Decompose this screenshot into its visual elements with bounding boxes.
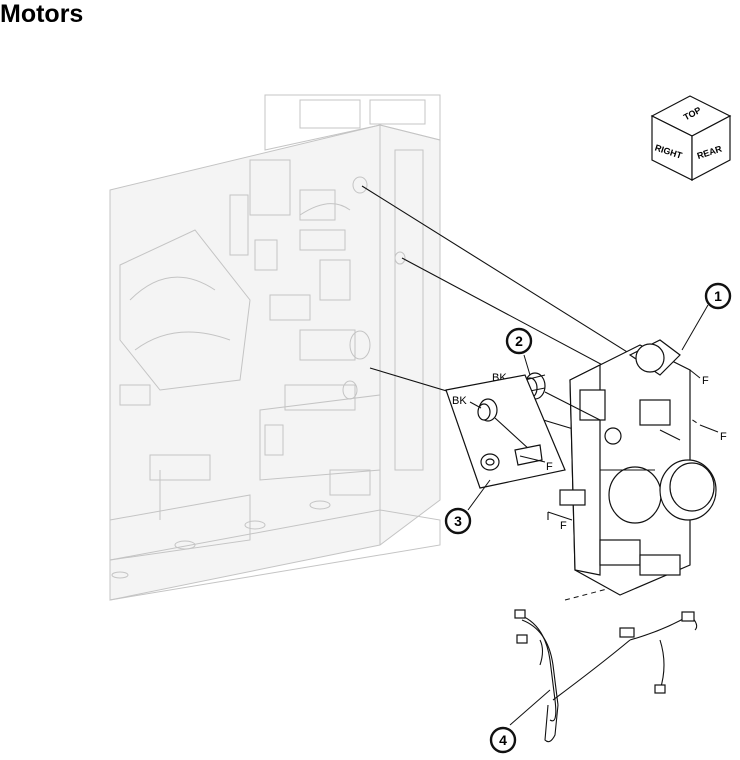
callout-1: 1	[704, 282, 732, 310]
callout-leaders	[467, 304, 709, 726]
callout-2: 2	[505, 327, 533, 355]
bk-label-kit: BK	[452, 395, 467, 407]
svg-text:4: 4	[499, 732, 507, 748]
wire-harness-part-4	[514, 609, 698, 743]
callout-3: 3	[444, 507, 472, 535]
main-drive-assembly	[559, 339, 717, 596]
f-label-kit: F	[546, 461, 553, 473]
svg-text:3: 3	[454, 513, 462, 529]
callout-4: 4	[489, 726, 517, 754]
page-title: Motors	[0, 0, 84, 28]
svg-text:1: 1	[714, 288, 722, 304]
svg-text:2: 2	[515, 333, 523, 349]
f-label-2: F	[720, 431, 727, 443]
printer-frame-ghost	[109, 94, 441, 601]
orientation-cube: TOP RIGHT REAR	[650, 95, 732, 181]
f-label-1: F	[702, 375, 709, 387]
f-label-3: F	[560, 520, 567, 532]
fastener-labels: F F F	[547, 369, 727, 532]
gear-kit-part-3: BK F	[445, 374, 566, 489]
